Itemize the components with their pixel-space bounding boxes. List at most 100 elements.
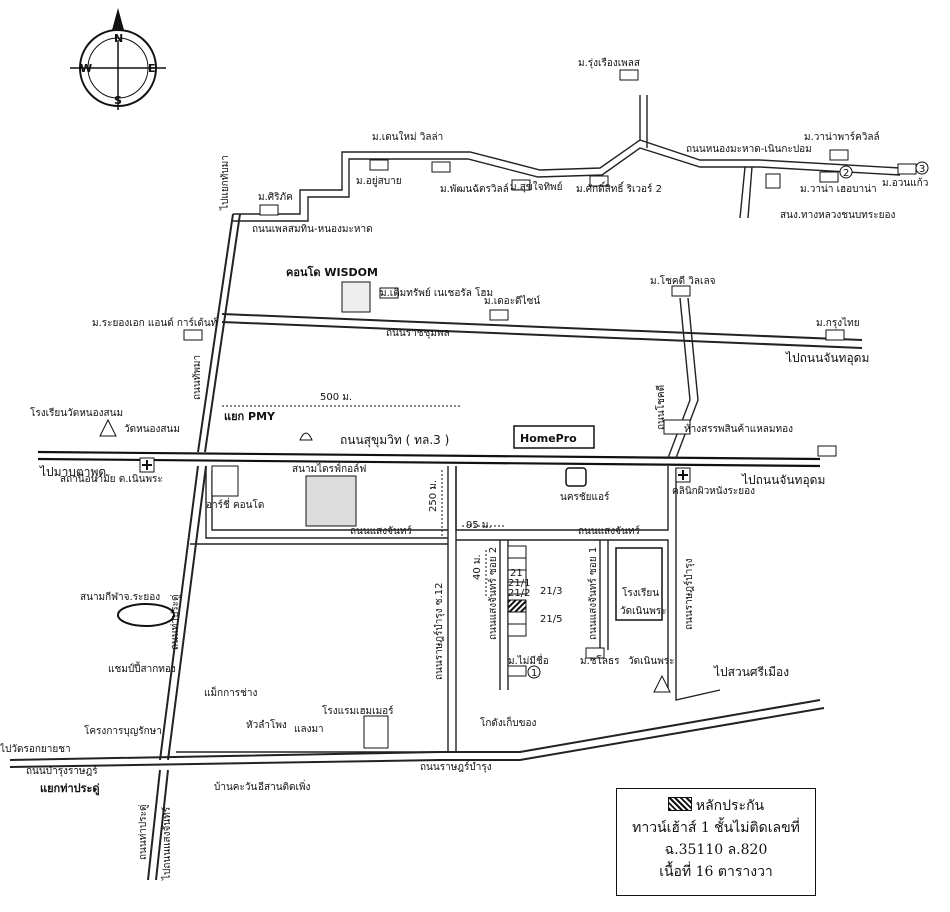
label-condo-wisdom: คอนโด WISDOM xyxy=(286,265,378,279)
label-school-noenphra: โรงเรียน xyxy=(622,586,659,599)
label-dist-40: 40 ม. xyxy=(472,554,483,580)
label-pmy: แยก PMY xyxy=(224,410,276,423)
label-health: สถานีอนามัย ต.เนินพระ xyxy=(60,473,163,485)
label-koonsuk: ถนนราษฎร์บำรุง xyxy=(683,558,695,630)
label-dennai: ม.เดนใหม่ วิลล่า xyxy=(372,131,443,143)
map-legend: หลักประกัน ทาวน์เฮ้าส์ 1 ชั้นไม่ติดเลขที… xyxy=(616,788,816,896)
label-uangkaew: ม.อวนแก้ว xyxy=(882,177,928,189)
label-yusabai: ม.อยู่สบาย xyxy=(356,176,402,187)
label-thaprado: ถนนท่าประดู่ xyxy=(170,594,181,650)
label-wat-nongsanom: วัดหนองสนม xyxy=(124,424,180,435)
hotel-building xyxy=(363,715,389,749)
label-school-noenphra-2: วัดเนินพระ xyxy=(620,606,667,617)
label-clinic: คลินิกผิวหนังระยอง xyxy=(672,486,755,497)
compass-e: E xyxy=(148,62,156,75)
label-to-chanthaudom-2: ไปถนนจันทอุดม xyxy=(741,473,825,488)
label-dist-250: 250 ม. xyxy=(428,480,439,512)
label-thatum: ถนนทัพมา xyxy=(192,355,203,400)
label-school-nongsanom: โรงเรียนวัดหนองสนม xyxy=(30,406,123,419)
compass-n: N xyxy=(114,32,123,45)
compass-s: S xyxy=(114,94,122,107)
label-ratbamrung-soi1: ถนนแสงจันทร์ ซอย 1 xyxy=(587,547,599,640)
top-winding-road xyxy=(233,95,901,222)
label-hualamphong: หัวลำโพง xyxy=(246,718,287,731)
label-wanapark: ม.วาน่าพาร์ควิลล์ xyxy=(804,131,880,143)
label-ratbamrung: ถนนราษฎร์บำรุง xyxy=(420,761,492,773)
house-icons xyxy=(183,69,917,677)
label-archie: อาร์ชี่ คอนโด xyxy=(206,497,264,511)
label-nongmaha: ถนนหนองมะหาด-เนินกะปอม xyxy=(686,144,812,155)
label-h211: 21/1 xyxy=(508,578,530,589)
label-to-saengchan-bottom: ไปถนนแสงจันทร์ xyxy=(161,806,173,881)
label-golf: สนามไดรฟ์กอล์ฟ xyxy=(292,463,366,475)
label-nakhonchai: นครชัยแอร์ xyxy=(560,491,610,503)
condo-wisdom-building xyxy=(341,281,371,313)
label-bankhawan: บ้านคะวัน xyxy=(214,781,257,793)
circle-1: 1 xyxy=(531,668,537,679)
label-tapma-top: ไปแยกทับมา xyxy=(219,155,231,211)
label-ratbamrung12: ถนนราษฎร์บำรุง ซ.12 xyxy=(433,583,445,680)
label-krungthai: ม.กรุงไทย xyxy=(816,317,860,329)
golf-photo xyxy=(305,475,357,527)
label-mmai: ม.ไม่มีชื่อ xyxy=(508,653,549,667)
bus-icon xyxy=(565,467,587,487)
label-phatthanachat: ม.พัฒนฉัตรวิลล์ xyxy=(440,183,509,195)
legend-line-3: ฉ.35110 ล.820 xyxy=(664,842,768,858)
label-laengma: แลงมา xyxy=(294,724,324,735)
label-saengchan-1: ถนนแสงจันทร์ xyxy=(350,525,412,537)
compass-w: W xyxy=(80,62,92,75)
label-thaprado-2: ถนนท่าประดู่ xyxy=(138,804,149,860)
label-chonthon: ม.ชโลธร xyxy=(580,654,620,667)
label-rayong-garden: ม.ระยองเอก แอนด์ การ์เด้นท์ xyxy=(92,317,217,329)
ratbamrung-road xyxy=(9,699,825,768)
label-dist-95: 95 ม. xyxy=(466,520,492,531)
label-ratbamrung-left: ถนนบำรุงราษฎร์ xyxy=(26,765,98,777)
chokdee-road xyxy=(667,297,699,459)
label-stadium: สนามกีฬาจ.ระยอง xyxy=(80,591,160,603)
hatch-swatch-icon xyxy=(667,797,692,811)
school-building xyxy=(615,547,663,621)
label-dist-500: 500 ม. xyxy=(320,392,352,403)
label-saengchan-2: ถนนแสงจันทร์ xyxy=(578,525,640,537)
subject-townhouse xyxy=(507,545,527,637)
label-sirichak: ม.ศิริภัค xyxy=(258,192,293,203)
label-sanong: สนง.ทางหลวงชนบทระยอง xyxy=(780,210,895,221)
compass-icon: N S E W xyxy=(70,8,166,110)
temple-icon xyxy=(99,418,117,437)
tapma-road xyxy=(147,213,241,881)
label-to-ban-chang: ไปมาบตาพุด xyxy=(39,465,106,480)
label-h213: 21/3 xyxy=(540,586,562,597)
label-wana: ม.วาน่า เฮอบาน่า xyxy=(800,184,877,195)
label-wat-noenphra: วัดเนินพระ xyxy=(628,656,675,667)
label-ratchasumphon: ถนนราชชุมพล xyxy=(386,328,450,339)
label-chok-road: ถนนโชคดี xyxy=(654,385,667,430)
label-saksith: ม.ศักดิ์สิทธิ์ ริเวอร์ 2 xyxy=(576,181,662,195)
label-boonruksa: โครงการบุญรักษา xyxy=(84,724,162,737)
label-sukhumvit: ถนนสุขุมวิท ( ทล.3 ) xyxy=(340,433,449,448)
numbered-circles: 2 3 1 xyxy=(527,161,929,679)
circle-3: 3 xyxy=(919,164,925,175)
stadium-icon xyxy=(117,603,175,627)
sukhumvit-road xyxy=(37,450,821,468)
archie-condo-building xyxy=(211,465,239,497)
homepro-icon xyxy=(513,425,595,449)
label-phloenkamin: ถนนเพลสมทิน-หนองมะหาด xyxy=(252,224,373,235)
label-meg: แม็กการช่าง xyxy=(204,685,258,699)
label-department: ห้างสรรพสินค้าแหลมทอง xyxy=(684,423,793,435)
label-homepro: HomePro xyxy=(520,432,577,445)
label-warehouse: โกดังเก็บของ xyxy=(480,715,536,729)
gas-station-icon xyxy=(299,432,313,441)
temple-icon-2 xyxy=(653,674,671,693)
label-chokdee: ม.โชคดี วิลเลจ xyxy=(650,274,716,287)
legend-line-1: หลักประกัน xyxy=(617,795,815,817)
hospital-icon xyxy=(139,457,691,483)
label-saengchan-soi2: ถนนแสงจันทร์ ซอย 2 xyxy=(487,547,499,640)
label-suksaithip: ม.สุขใจทิพย์ xyxy=(510,181,563,193)
label-champ: แชมป์ปี้สากทอง xyxy=(108,661,176,675)
label-design: ม.เดอะดีไซน์ xyxy=(484,295,540,307)
department-store-icon xyxy=(663,419,691,435)
label-isan: อีสานติดเพิ่ง xyxy=(258,779,311,793)
label-rungrueang: ม.รุ่งเรืองเพลส xyxy=(578,57,640,69)
label-to-suan-si-muang: ไปสวนศรีเมือง xyxy=(713,665,789,679)
